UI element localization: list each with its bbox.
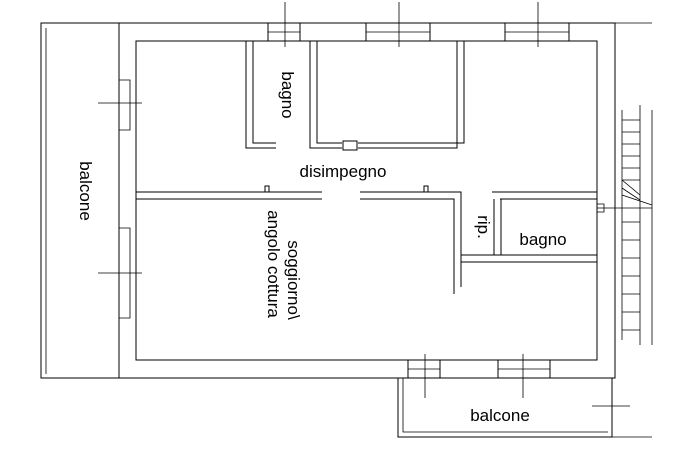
label-balcone-bottom: balcone <box>470 406 530 425</box>
label-soggiorno: soggiorno\ <box>284 240 303 320</box>
label-bagno-right: bagno <box>519 230 566 249</box>
label-rip: rip. <box>474 215 493 239</box>
bottom-wall-windows <box>407 354 630 407</box>
top-wall-windows <box>267 2 570 47</box>
left-wall-openings <box>98 79 142 319</box>
outer-walls <box>118 22 616 379</box>
label-balcone-left: balcone <box>76 161 95 221</box>
right-stairwell <box>597 22 653 438</box>
label-angolo-cottura: angolo cottura <box>264 210 283 318</box>
label-bagno-top: bagno <box>278 71 297 118</box>
label-disimpegno: disimpegno <box>300 162 387 181</box>
balcony-bottom <box>397 378 613 438</box>
interior-walls <box>136 41 605 294</box>
